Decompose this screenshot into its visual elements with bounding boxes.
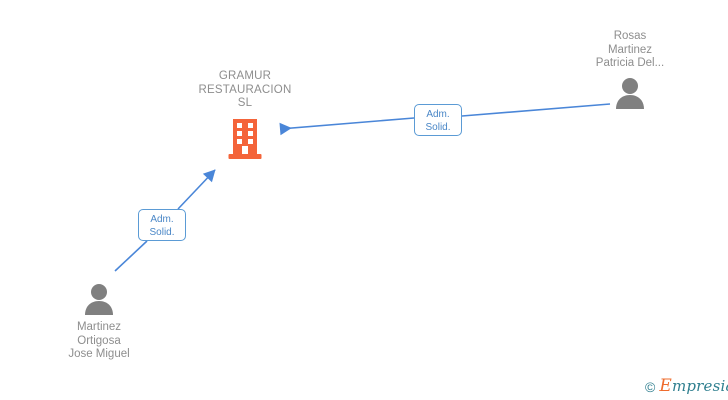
person-node-top-right[interactable]: Rosas Martinez Patricia Del... <box>570 30 690 109</box>
brand-logo-text: Empresia <box>659 378 728 395</box>
person-icon <box>616 77 644 109</box>
person-node-bottom-left[interactable]: Martinez Ortigosa Jose Miguel <box>39 283 159 362</box>
watermark: © Empresia <box>645 378 728 395</box>
edge-bottom-left-source <box>114 240 148 272</box>
copyright-icon: © <box>645 378 656 395</box>
company-name-label: GRAMUR RESTAURACION SL <box>198 70 292 109</box>
person-name-label: Rosas Martinez Patricia Del... <box>595 30 665 69</box>
person-icon <box>85 284 113 315</box>
company-node[interactable]: GRAMUR RESTAURACION SL <box>172 70 318 164</box>
edge-top-right-source <box>461 103 611 117</box>
person-name-label: Martinez Ortigosa Jose Miguel <box>68 321 130 360</box>
building-icon <box>228 118 262 159</box>
edge-bottom-left-target <box>177 169 216 210</box>
relation-label-bottom-left[interactable]: Adm. Solid. <box>138 209 186 241</box>
edge-top-right-target <box>279 117 415 136</box>
relation-label-top-right[interactable]: Adm. Solid. <box>414 104 462 136</box>
brand-rest: mpresia <box>671 377 728 395</box>
brand-initial: E <box>659 376 672 396</box>
